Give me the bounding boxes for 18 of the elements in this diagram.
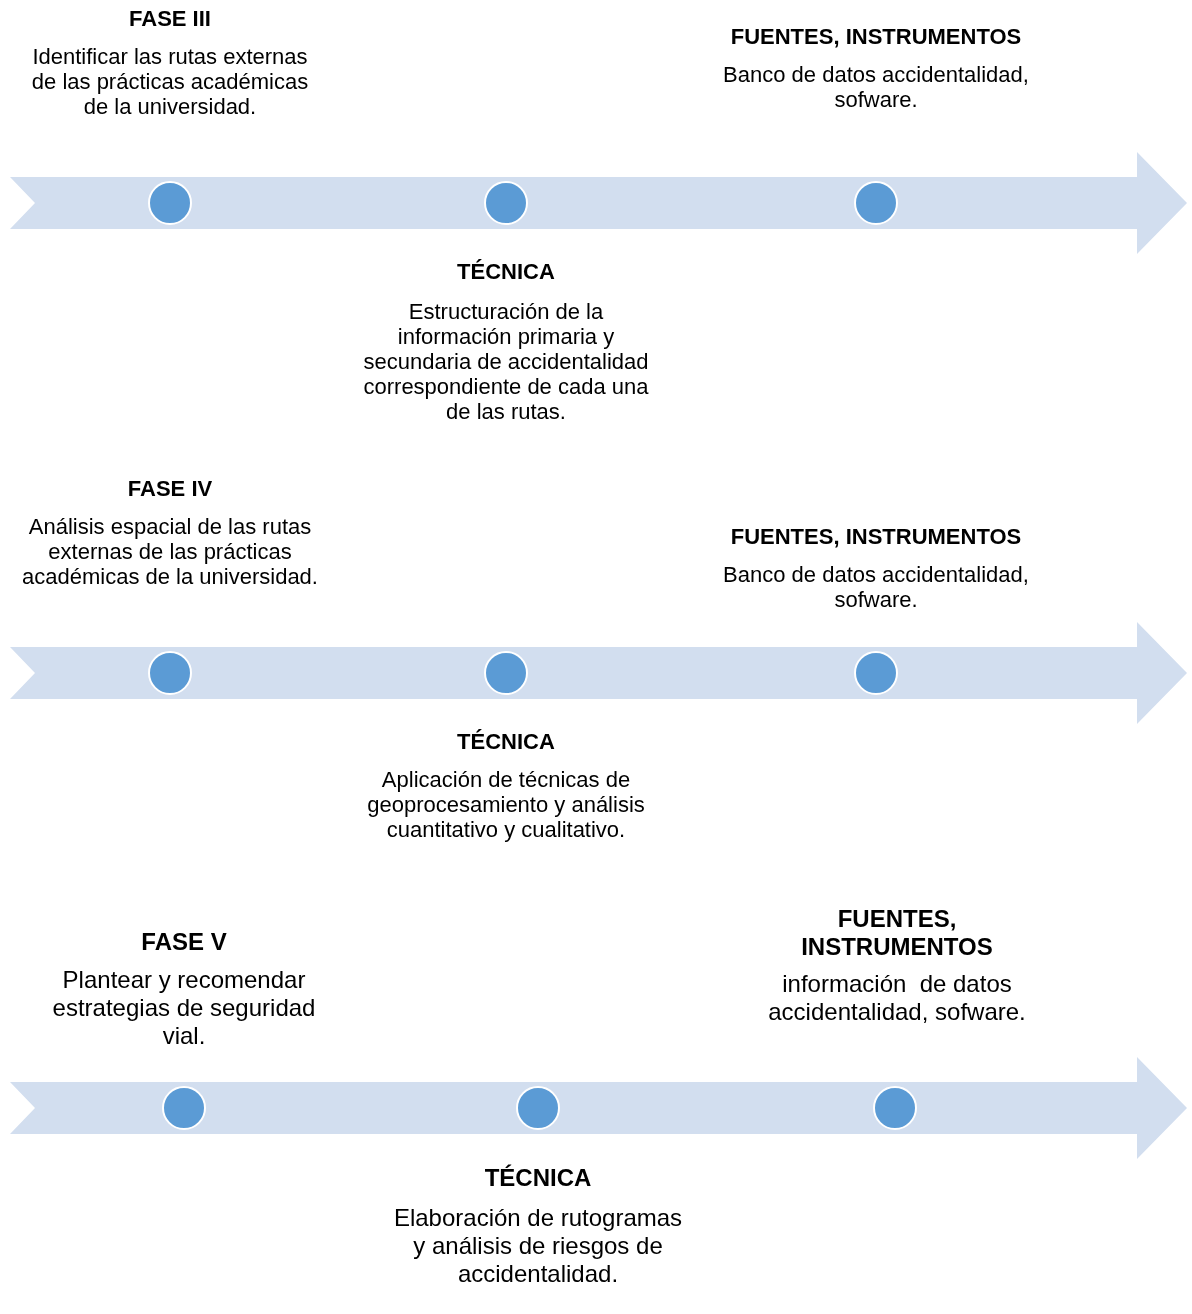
description-text: Banco de datos accidentalidad, sofware. xyxy=(722,562,1030,612)
section-heading: FUENTES, INSTRUMENTOS xyxy=(800,905,994,961)
description-text: Estructuración de la información primaria y secundaria de accidentalidad correspondiente de cada una de las rutas. xyxy=(362,299,650,424)
section-heading: FUENTES, INSTRUMENTOS xyxy=(729,524,1023,549)
section-heading: FASE IV xyxy=(126,476,214,501)
section-heading: FASE V xyxy=(140,928,228,956)
description-text: Plantear y recomendar estrategias de seguridad vial. xyxy=(51,966,317,1050)
description-text: Análisis espacial de las rutas externas de las prácticas académicas de la universidad. xyxy=(21,514,319,589)
description-text: información de datos accidentalidad, sofware. xyxy=(767,970,1027,1026)
section-heading: TÉCNICA xyxy=(483,1164,593,1192)
section-heading: FUENTES, INSTRUMENTOS xyxy=(729,24,1023,49)
section-heading: TÉCNICA xyxy=(456,259,556,284)
description-text: Aplicación de técnicas de geoprocesamiento y análisis cuantitativo y cualitativo. xyxy=(366,767,646,842)
description-text: Banco de datos accidentalidad, sofware. xyxy=(722,62,1030,112)
description-text: Elaboración de rutogramas y análisis de riesgos de accidentalidad. xyxy=(392,1204,684,1288)
section-heading: TÉCNICA xyxy=(456,729,556,754)
section-heading: FASE III xyxy=(128,6,212,31)
description-text: Identificar las rutas externas de las prácticas académicas de la universidad. xyxy=(30,44,310,119)
